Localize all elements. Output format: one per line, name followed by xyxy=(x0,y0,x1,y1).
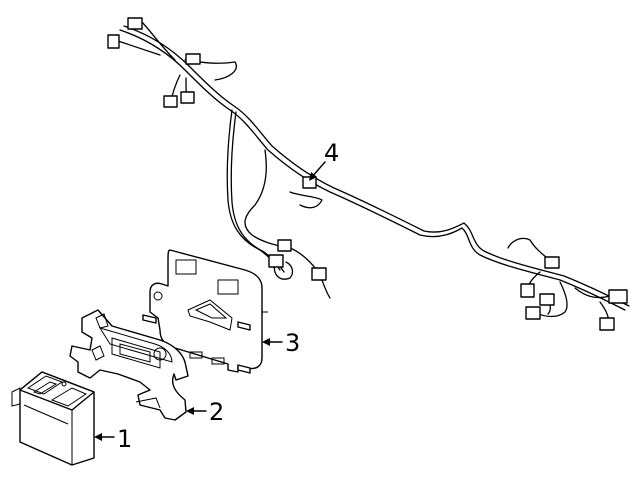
connector-icon xyxy=(107,17,628,331)
callout-leaders xyxy=(94,161,326,441)
control-module xyxy=(11,371,95,466)
callout-2: 2 xyxy=(209,398,225,426)
wiring-harness xyxy=(107,17,630,331)
callout-1: 1 xyxy=(117,425,133,453)
sensor-housing xyxy=(69,309,189,421)
callout-4: 4 xyxy=(324,139,340,167)
callout-3: 3 xyxy=(285,329,301,357)
